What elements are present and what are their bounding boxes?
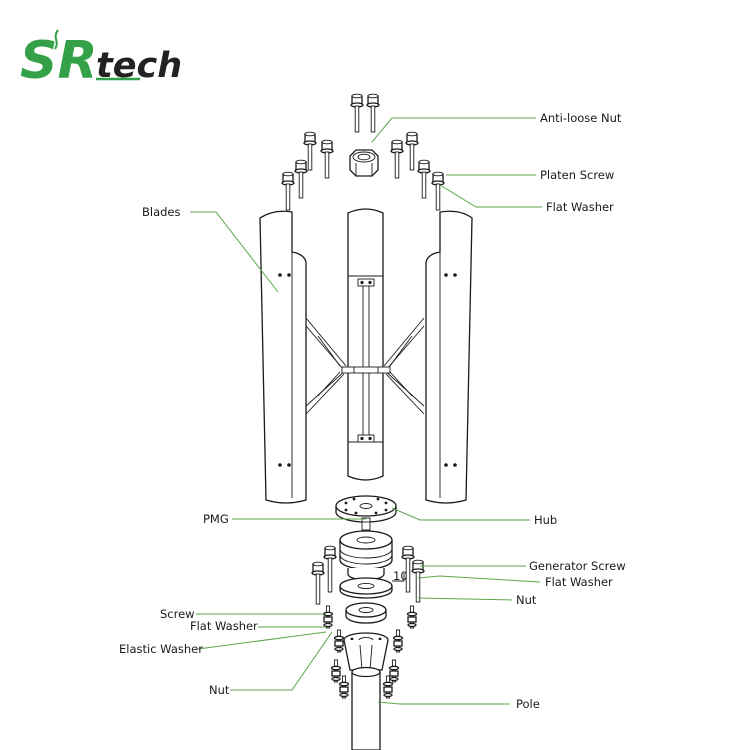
generator-screw-icon (323, 545, 337, 593)
anti-loose-nut-part (349, 149, 379, 177)
label-flat-washer-mid: Flat Washer (545, 575, 613, 589)
label-platen-screw: Platen Screw (540, 168, 614, 182)
generator-screw-icon (401, 545, 415, 593)
platen-screw-icon (417, 159, 431, 199)
label-pole: Pole (516, 697, 540, 711)
brand-logo: SR tech (20, 29, 182, 91)
platen-screws (281, 93, 445, 211)
label-screw: Screw (160, 607, 195, 621)
platen-screw-icon (303, 131, 317, 171)
label-blades: Blades (142, 205, 181, 219)
pole-coupling-part (343, 632, 389, 671)
pole-part (351, 666, 381, 750)
platen-screw-icon (405, 131, 419, 171)
pmg-part (339, 517, 393, 581)
logo-mark-sr: SR (20, 31, 98, 91)
label-pmg: PMG (203, 512, 229, 526)
platen-screw-icon (320, 139, 334, 179)
part-labels: Anti-loose Nut Platen Screw Flat Washer … (119, 111, 626, 711)
label-flat-washer-top: Flat Washer (546, 200, 614, 214)
generator-screw-icon (411, 559, 425, 603)
fastener-set (311, 545, 425, 699)
label-hub: Hub (534, 513, 557, 527)
screw-stack-icon (322, 605, 334, 629)
logo-leaf-icon (54, 29, 59, 50)
nut-stack-icon (330, 659, 342, 683)
blades-part (259, 208, 473, 504)
blade-center (347, 208, 384, 481)
label-flat-washer-left: Flat Washer (190, 619, 258, 633)
platen-screw-icon (294, 159, 308, 199)
platen-screw-icon (366, 93, 380, 133)
screw-stack-icon (333, 629, 345, 653)
nut-stack-icon (338, 675, 350, 699)
blade-left (259, 210, 307, 504)
label-nut-right: Nut (516, 593, 537, 607)
label-nut-left: Nut (209, 683, 230, 697)
platen-screw-icon (350, 93, 364, 133)
screw-stack-icon (406, 605, 418, 629)
blade-struts (305, 317, 425, 415)
hub-part (335, 495, 397, 523)
label-elastic-washer: Elastic Washer (119, 642, 203, 656)
platen-screw-icon (431, 171, 445, 211)
flange-plate-part: 10 (339, 569, 408, 599)
screw-stack-icon (392, 629, 404, 653)
leader-lines (190, 117, 542, 705)
label-generator-screw: Generator Screw (529, 559, 626, 573)
label-anti-loose-nut: Anti-loose Nut (540, 111, 622, 125)
generator-screw-icon (311, 561, 325, 605)
nut-stack-icon (382, 675, 394, 699)
blade-right (425, 210, 473, 504)
platen-screw-icon (281, 171, 295, 211)
nut-stack-icon (388, 659, 400, 683)
adapter-part (345, 602, 387, 624)
platen-screw-icon (390, 139, 404, 179)
